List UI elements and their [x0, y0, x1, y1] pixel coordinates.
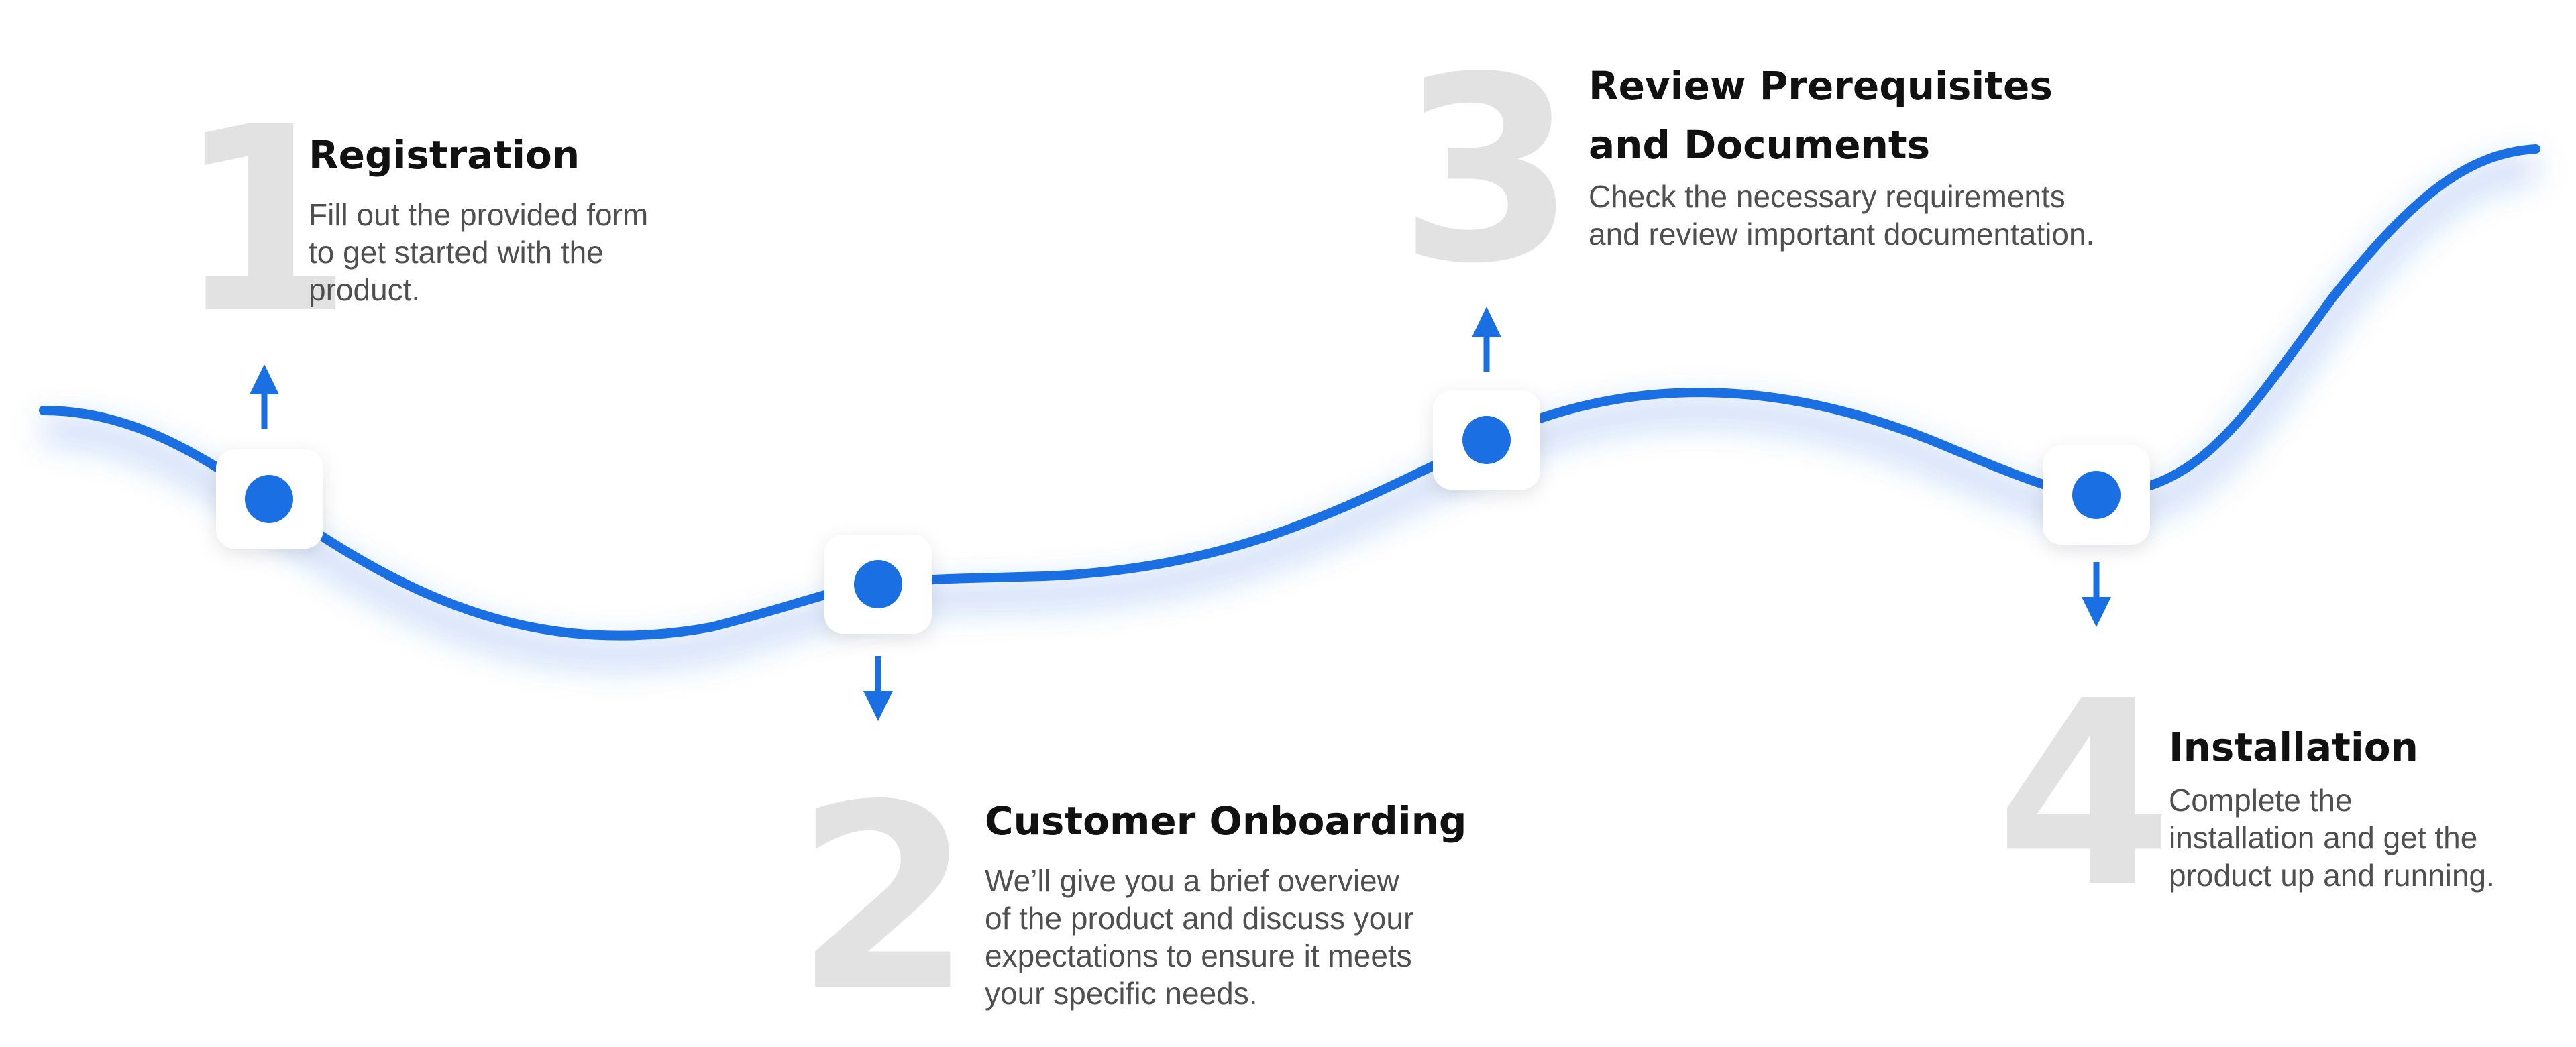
arrow-down-icon — [863, 656, 893, 721]
step-1-description: Fill out the provided form to get starte… — [309, 197, 649, 307]
arrow-down-icon — [2082, 562, 2111, 627]
step-3-node — [1433, 390, 1540, 490]
step-4-number: 4 — [1996, 646, 2173, 943]
timeline-curve — [39, 144, 2540, 641]
step-1-number: 1 — [176, 72, 353, 370]
node-dot-icon — [245, 475, 293, 523]
arrow-up-icon — [1472, 307, 1501, 372]
node-dot-icon — [2072, 471, 2121, 519]
step-3-description: Check the necessary requirements and rev… — [1589, 179, 2095, 252]
step-2-number: 2 — [795, 750, 972, 1047]
step-4-title: Installation — [2169, 724, 2418, 770]
step-2-title: Customer Onboarding — [985, 798, 1467, 844]
node-dot-icon — [854, 560, 902, 608]
step-4-description: Complete the installation and get the pr… — [2169, 783, 2495, 893]
step-3-title: Review Prerequisites and Documents — [1589, 63, 2053, 168]
step-3-number: 3 — [1399, 22, 1576, 319]
node-dot-icon — [1462, 416, 1511, 464]
step-1-node — [216, 449, 323, 549]
step-1-title: Registration — [309, 132, 580, 178]
arrow-up-icon — [250, 364, 279, 429]
step-4-node — [2043, 445, 2150, 545]
step-2-description: We’ll give you a brief overview of the p… — [985, 863, 1414, 1011]
step-2-node — [824, 535, 932, 634]
timeline-curve-glow — [43, 153, 2537, 669]
